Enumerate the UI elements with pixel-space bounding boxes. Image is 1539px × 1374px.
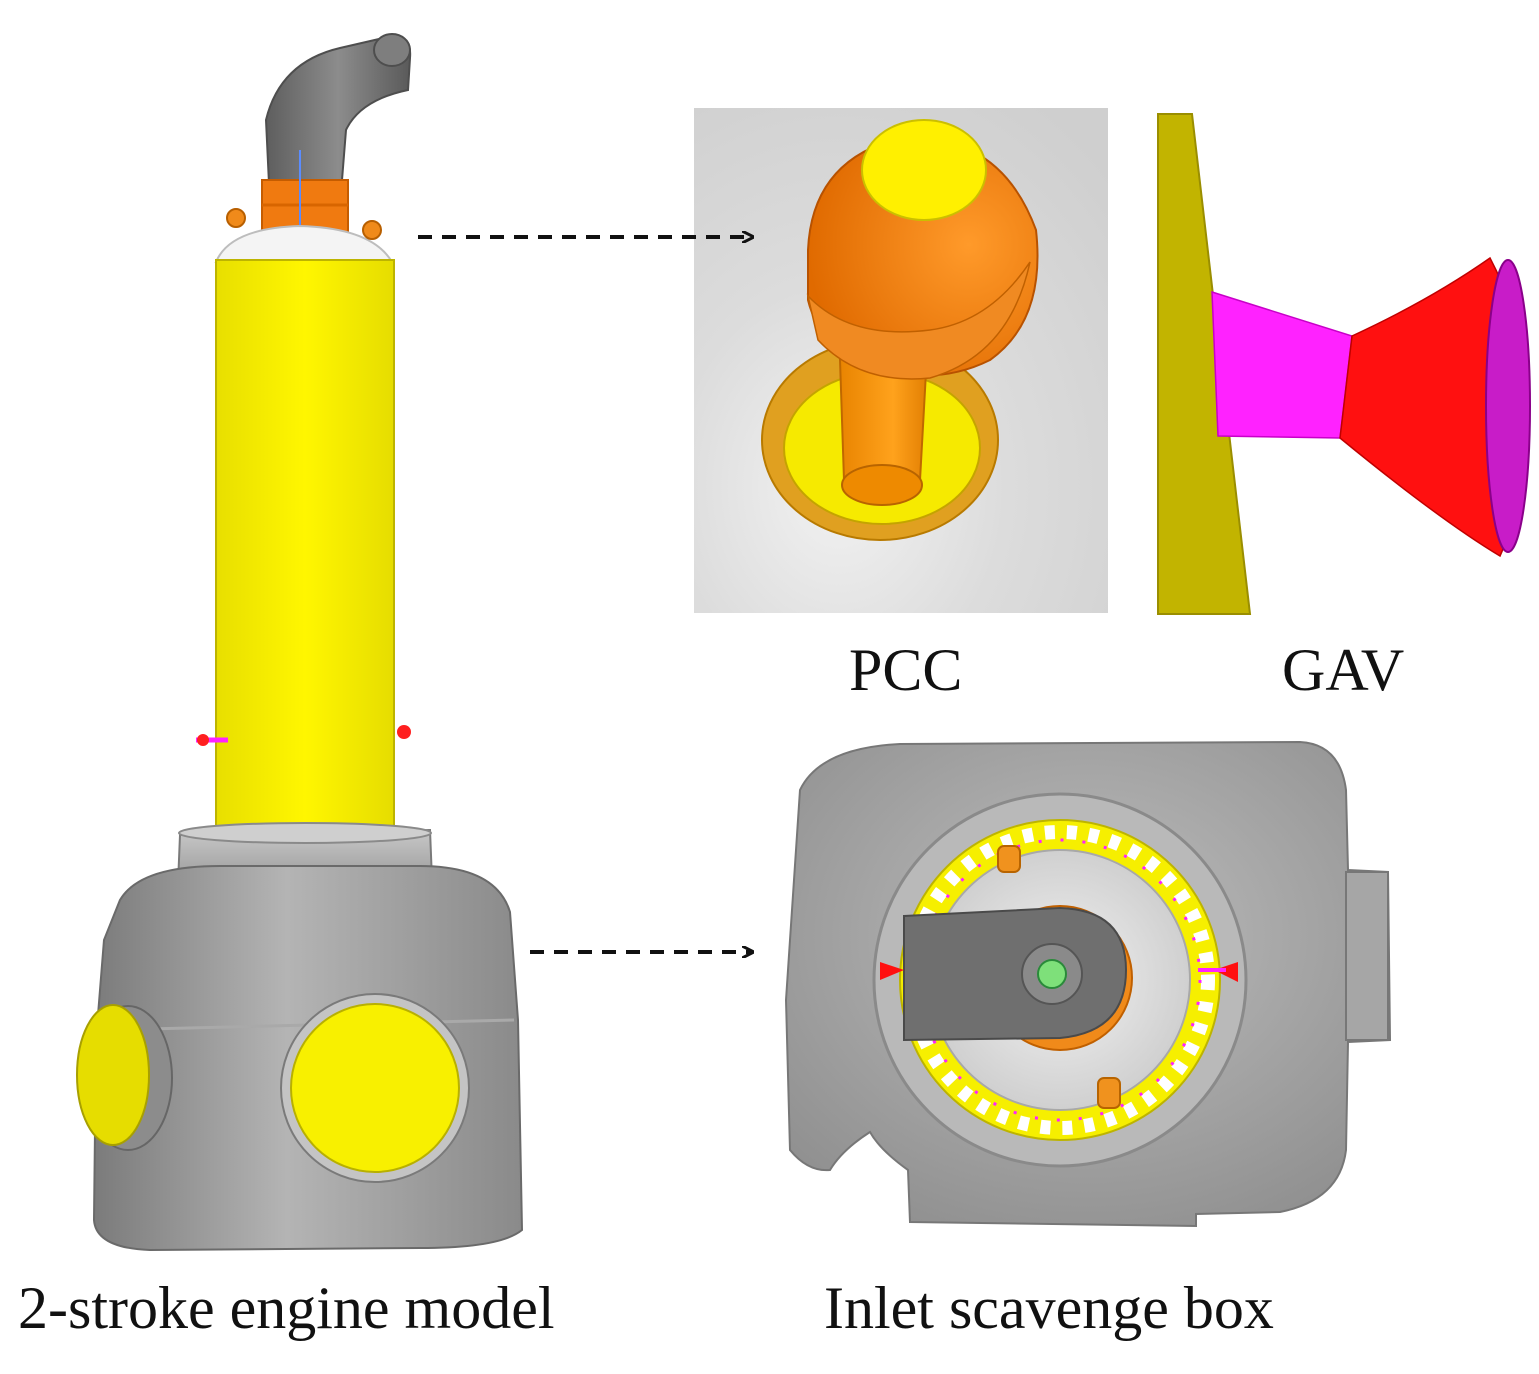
head-valve-right: [362, 220, 382, 240]
box-injector-left: [880, 962, 904, 980]
box-injector-bottom: [1097, 1077, 1121, 1109]
rod-center-green: [1037, 959, 1067, 989]
caption-engine-model: 2-stroke engine model: [18, 1275, 555, 1341]
flange-rim: [178, 822, 432, 844]
pcc-yellow-cap: [861, 119, 987, 221]
side-injector-right: [397, 725, 411, 739]
gav-mouth: [1485, 259, 1531, 553]
connecting-rod: [903, 906, 1128, 1042]
gav-view: [1157, 113, 1531, 615]
exhaust-pipe-mouth: [373, 33, 411, 67]
side-injector-left: [197, 734, 209, 746]
cylinder-liner: [215, 259, 395, 839]
cylinder-head-dome: [214, 224, 394, 263]
engine-model: XC: [76, 33, 524, 1252]
gav-stem: [1211, 290, 1353, 439]
pcc-neck-base: [841, 464, 923, 506]
inlet-box-view: [784, 740, 1392, 1228]
pcc-view: [694, 108, 1108, 613]
inlet-side-flange: [1345, 871, 1389, 1041]
caption-pcc: PCC: [849, 637, 963, 703]
gav-wall: [1157, 113, 1252, 615]
pcc-ball-lower-band: [806, 261, 1031, 380]
front-port-cover: [290, 1003, 460, 1173]
side-port-left: [76, 1004, 150, 1146]
scavenge-port-marks: [918, 838, 1202, 1122]
caption-inlet-scavenge-box: Inlet scavenge box: [824, 1275, 1274, 1341]
box-injector-top: [997, 845, 1021, 873]
caption-gav: GAV: [1282, 637, 1405, 703]
head-valve-left: [226, 208, 246, 228]
